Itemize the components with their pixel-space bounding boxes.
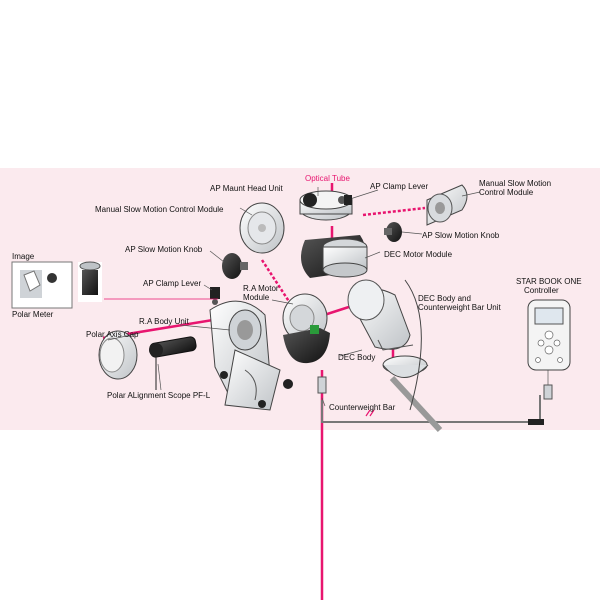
polar-alignment-scope-label: Polar ALignment Scope PF-L <box>107 391 211 400</box>
optical-tube-label: Optical Tube <box>305 174 350 183</box>
ap-slow-motion-knob-right-shape <box>384 222 402 242</box>
dec-body-unit-label-1: DEC Body and <box>418 294 471 303</box>
manual-slow-motion-right-label-1: Manual Slow Motion <box>479 179 552 188</box>
dec-motor-module-shape <box>301 235 368 278</box>
dec-body-unit-label-2: Counterweight Bar Unit <box>418 303 501 312</box>
ra-motor-module-shape <box>282 293 330 364</box>
ap-clamp-lever-top-label: AP Clamp Lever <box>370 182 429 191</box>
dec-body-label: DEC Body <box>338 353 376 362</box>
polar-scope-shape <box>149 336 197 390</box>
manual-slow-motion-left-label: Manual Slow Motion Control Module <box>95 205 224 214</box>
ap-slow-motion-knob-right-label: AP Slow Motion Knob <box>422 231 500 240</box>
counterweight-shape <box>382 355 429 378</box>
ap-maunt-head-unit-label: AP Maunt Head Unit <box>210 184 283 193</box>
cable-break-mark <box>365 409 375 417</box>
image-label: Image <box>12 252 35 261</box>
ra-body-shape <box>209 300 293 411</box>
manual-slow-to-head-arrow <box>362 206 426 217</box>
polar-axis-cap-shape <box>98 330 138 380</box>
counterweight-connectors <box>317 376 553 400</box>
manual-slow-to-ra-arrow <box>260 259 292 304</box>
dec-unit-bracket <box>404 279 422 411</box>
counterweight-bar-shape <box>389 375 443 433</box>
ap-slow-motion-knob-left-label: AP Slow Motion Knob <box>125 245 203 254</box>
ra-motor-module-label-2: Module <box>243 293 270 302</box>
clamp-lever-top-shape <box>344 195 352 205</box>
manual-slow-motion-right-shape <box>426 184 468 226</box>
dec-body-shape <box>347 279 414 351</box>
polar-axis-cap-label: Polar Axis Cap <box>86 330 139 339</box>
ap-clamp-lever-left-label: AP Clamp Lever <box>143 279 202 288</box>
ap-maunt-head-shape <box>299 190 353 221</box>
manual-slow-motion-left-shape <box>239 202 285 254</box>
polar-meter-label: Polar Meter <box>12 310 54 319</box>
cable-connector <box>528 419 544 425</box>
star-book-label-2: Controller <box>524 286 559 295</box>
counterweight-bar-label: Counterweight Bar <box>329 403 396 412</box>
leader-lines <box>104 187 549 407</box>
ra-body-unit-label: R.A Body Unit <box>139 317 189 326</box>
manual-slow-motion-right-label-2: Control Module <box>479 188 534 197</box>
ra-motor-module-label-1: R.A Motor <box>243 284 279 293</box>
ap-clamp-lever-left-shape <box>210 287 220 305</box>
polar-meter-photo-shape <box>11 261 102 309</box>
ap-slow-motion-knob-left-shape <box>222 253 248 279</box>
controller-shape <box>527 299 571 371</box>
star-book-label-1: STAR BOOK ONE <box>516 277 582 286</box>
dec-motor-module-label: DEC Motor Module <box>384 250 453 259</box>
